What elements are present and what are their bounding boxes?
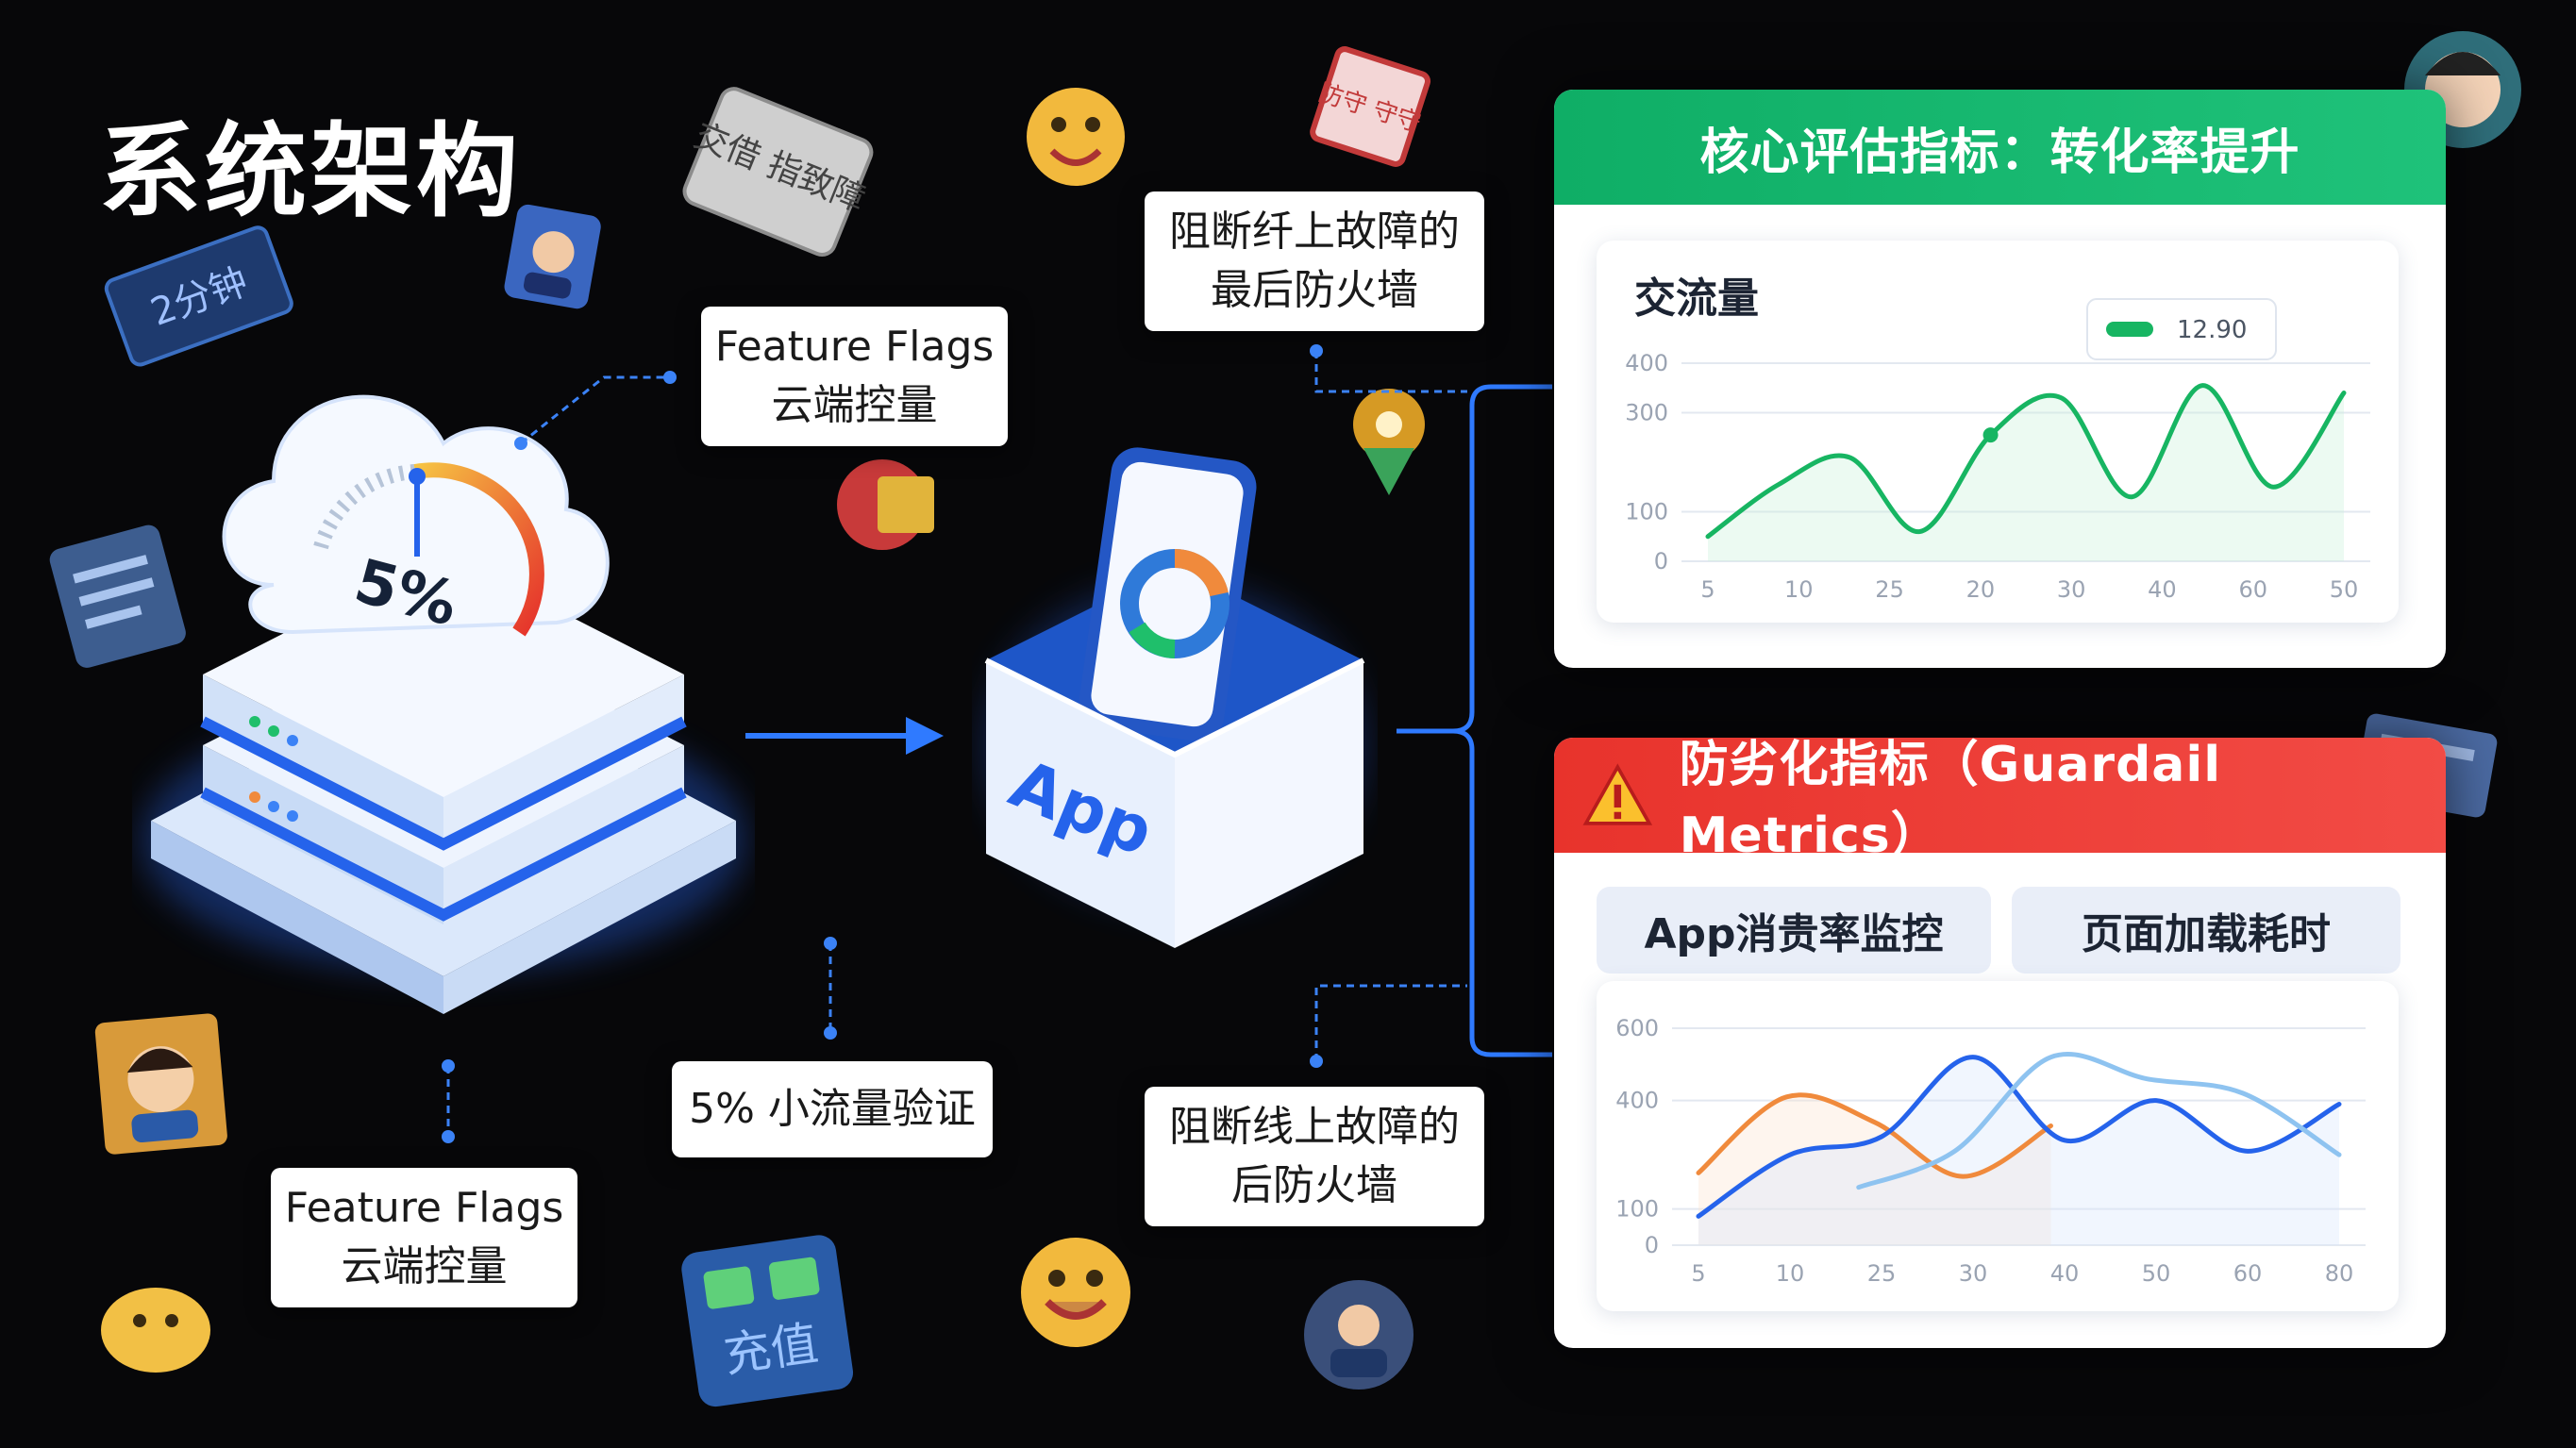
- callout-small-traffic: 5% 小流量验证: [672, 1061, 993, 1157]
- y-tick-label: 600: [1615, 1015, 1659, 1041]
- x-tick-label: 80: [2325, 1260, 2354, 1287]
- series-line: [1705, 383, 2347, 540]
- callout-bottom-control-line1: Feature Flags: [284, 1184, 564, 1232]
- tab-page-load-time[interactable]: 页面加载耗时: [2012, 887, 2400, 974]
- y-tick-label: 0: [1645, 1232, 1659, 1258]
- x-tick-label: 60: [2238, 576, 2267, 603]
- callout-bottom-control-line2: 云端控量: [341, 1242, 508, 1290]
- series-area: [1698, 1094, 2051, 1245]
- x-tick-label: 5: [1691, 1260, 1705, 1287]
- guardrail-line-chart: 0 100 400 600 5 10 25 30 40 50 60 80: [1615, 1015, 2366, 1287]
- y-tick-label: 400: [1625, 350, 1668, 376]
- x-tick-label: 25: [1875, 576, 1904, 603]
- series-line: [1856, 1051, 2342, 1190]
- server-stack-illustration: 5%: [142, 394, 745, 1014]
- x-tick-label: 40: [2148, 576, 2177, 603]
- branch-bracket: [1397, 384, 1552, 1057]
- warning-icon: [1582, 763, 1653, 825]
- chart-tooltip: 12.90: [2086, 298, 2277, 360]
- x-tick-label: 20: [1966, 576, 1996, 603]
- x-tick-label: 10: [1776, 1260, 1805, 1287]
- user-badge-icon: [1304, 1280, 1413, 1390]
- callout-firewall-top-line2: 最后防火墙: [1211, 266, 1418, 314]
- x-tick-label: 50: [2330, 576, 2359, 603]
- avatar-card-icon: [504, 204, 601, 309]
- x-tick-label: 40: [2050, 1260, 2080, 1287]
- y-tick-label: 100: [1615, 1196, 1659, 1223]
- x-tick-label: 10: [1784, 576, 1814, 603]
- recharge-icon: 充值: [681, 1235, 854, 1407]
- emoji-laugh-icon: [1021, 1238, 1130, 1347]
- emoji-smile-icon: [1027, 88, 1125, 186]
- callout-cloud-control-line1: Feature Flags: [714, 323, 995, 371]
- guardrail-header-text: 防劣化指标（Guardail Metrics）: [1679, 738, 2222, 864]
- core-metrics-panel: 核心评估指标：转化率提升 交流量 0 100 300 400 5 10 25 20 30 40 60…: [1554, 90, 2446, 668]
- callout-cloud-control-line2: 云端控量: [771, 381, 938, 429]
- series-line: [1696, 1092, 2053, 1179]
- callout-firewall-bottom: 阻断线上故障的 后防火墙: [1145, 1087, 1484, 1226]
- document-icon: [49, 524, 186, 668]
- person-frame-icon: [94, 1013, 227, 1155]
- x-tick-label: 50: [2142, 1260, 2171, 1287]
- callout-firewall-bottom-line1: 阻断线上故障的: [1169, 1103, 1460, 1151]
- target-gift-icon: [837, 459, 934, 550]
- flow-arrow: [745, 717, 944, 755]
- guardrail-header: 防劣化指标（Guardail Metrics）: [1554, 738, 2446, 864]
- x-tick-label: 30: [2057, 576, 2086, 603]
- core-line-chart: 0 100 300 400 5 10 25 20 30 40 60 50 12.90: [1625, 298, 2370, 603]
- peak-point: [1982, 427, 1999, 443]
- tooltip-box: [2086, 298, 2277, 360]
- y-tick-label: 400: [1615, 1088, 1659, 1114]
- phone-icon: [1079, 447, 1257, 741]
- core-chart-card: 交流量 0 100 300 400 5 10 25 20 30 40 60 50 12.90: [1597, 241, 2399, 623]
- y-tick-label: 0: [1654, 548, 1668, 574]
- location-pin-icon: [1353, 389, 1425, 495]
- x-tick-label: 30: [1959, 1260, 1988, 1287]
- app-box-illustration: App: [984, 447, 1365, 948]
- y-tick-label: 300: [1625, 400, 1668, 426]
- y-tick-label: 100: [1625, 499, 1668, 525]
- time-tag-sticker: 2分钟: [104, 225, 293, 367]
- series-area: [1708, 385, 2344, 561]
- callout-cloud-control: Feature Flags 云端控量: [701, 307, 1008, 446]
- recharge-text: 充值: [720, 1316, 821, 1383]
- guardrail-chart-card: 0 100 400 600 5 10 25 30 40 50 60 80: [1597, 981, 2399, 1311]
- callout-firewall-top: 阻断纤上故障的 最后防火墙: [1145, 191, 1484, 331]
- series-line: [1696, 1055, 2342, 1219]
- x-tick-label: 60: [2233, 1260, 2263, 1287]
- cloud-gauge-icon: 5%: [222, 394, 610, 641]
- tooltip-value: 12.90: [2177, 316, 2247, 344]
- guardrail-metrics-panel: 防劣化指标（Guardail Metrics） App消贵率监控 页面加载耗时 …: [1554, 738, 2446, 1348]
- core-metrics-header: 核心评估指标：转化率提升: [1554, 90, 2446, 205]
- x-tick-label: 5: [1700, 576, 1715, 603]
- page-title: 系统架构: [99, 113, 523, 231]
- callout-firewall-top-line1: 阻断纤上故障的: [1169, 208, 1460, 256]
- tab-app-consumption[interactable]: App消贵率监控: [1597, 887, 1991, 974]
- fault-tag-sticker: 交借 指致障: [682, 87, 874, 257]
- tooltip-swatch: [2106, 322, 2153, 337]
- emoji-chick-icon: [101, 1288, 210, 1373]
- core-chart-title: 交流量: [1634, 275, 1759, 323]
- callout-firewall-bottom-line2: 后防火墙: [1231, 1161, 1397, 1209]
- callout-small-traffic-text: 5% 小流量验证: [689, 1085, 976, 1133]
- callout-bottom-control: Feature Flags 云端控量: [271, 1168, 577, 1307]
- x-tick-label: 25: [1867, 1260, 1897, 1287]
- seal-sticker: 防守 守守: [1310, 46, 1431, 167]
